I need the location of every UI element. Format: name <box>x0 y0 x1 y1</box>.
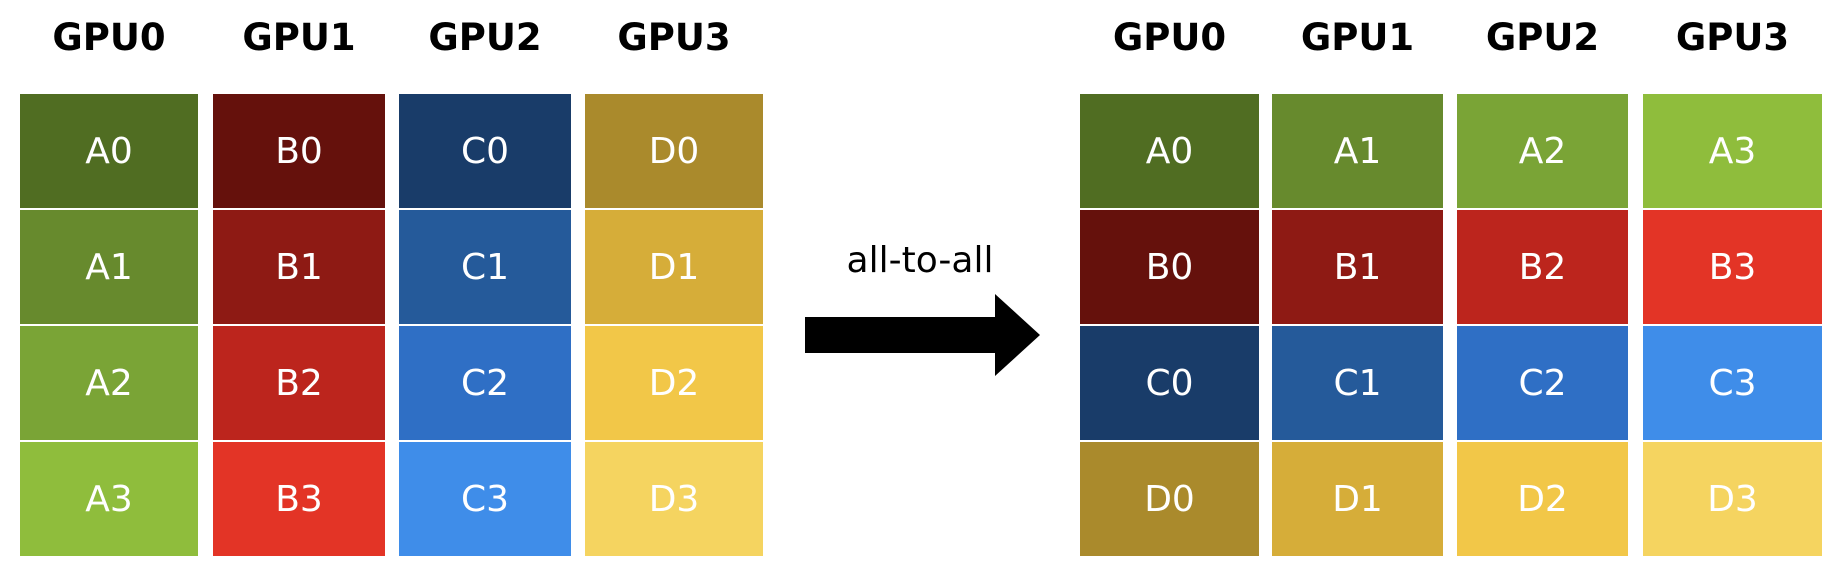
after-block-c1: C1 <box>1272 326 1443 440</box>
after-block-d0: D0 <box>1080 442 1259 556</box>
operation-label: all-to-all <box>846 240 994 281</box>
after-block-c2: C2 <box>1457 326 1628 440</box>
after-block-c0: C0 <box>1080 326 1259 440</box>
after-block-a1: A1 <box>1272 94 1443 208</box>
after-block-d3: D3 <box>1643 442 1822 556</box>
after-header-gpu0: GPU0 <box>1112 16 1227 59</box>
right-arrow-icon <box>805 294 1040 376</box>
before-block-b0: B0 <box>213 94 385 208</box>
before-block-b1: B1 <box>213 210 385 324</box>
before-block-b2: B2 <box>213 326 385 440</box>
after-block-a2: A2 <box>1457 94 1628 208</box>
after-header-gpu1: GPU1 <box>1300 16 1415 59</box>
before-block-a3: A3 <box>20 442 198 556</box>
after-block-d1: D1 <box>1272 442 1443 556</box>
before-block-c0: C0 <box>399 94 571 208</box>
before-block-c1: C1 <box>399 210 571 324</box>
before-block-a1: A1 <box>20 210 198 324</box>
before-block-c3: C3 <box>399 442 571 556</box>
before-block-a0: A0 <box>20 94 198 208</box>
before-block-c2: C2 <box>399 326 571 440</box>
after-block-c3: C3 <box>1643 326 1822 440</box>
before-header-gpu3: GPU3 <box>617 16 731 59</box>
after-block-b2: B2 <box>1457 210 1628 324</box>
before-block-d1: D1 <box>585 210 763 324</box>
after-block-a3: A3 <box>1643 94 1822 208</box>
before-block-d3: D3 <box>585 442 763 556</box>
after-block-a0: A0 <box>1080 94 1259 208</box>
after-header-gpu2: GPU2 <box>1485 16 1600 59</box>
after-header-gpu3: GPU3 <box>1675 16 1790 59</box>
after-block-b1: B1 <box>1272 210 1443 324</box>
before-header-gpu2: GPU2 <box>428 16 542 59</box>
before-header-gpu0: GPU0 <box>52 16 166 59</box>
after-block-b3: B3 <box>1643 210 1822 324</box>
before-block-b3: B3 <box>213 442 385 556</box>
after-block-b0: B0 <box>1080 210 1259 324</box>
before-block-d2: D2 <box>585 326 763 440</box>
before-block-d0: D0 <box>585 94 763 208</box>
before-header-gpu1: GPU1 <box>242 16 356 59</box>
before-block-a2: A2 <box>20 326 198 440</box>
after-block-d2: D2 <box>1457 442 1628 556</box>
